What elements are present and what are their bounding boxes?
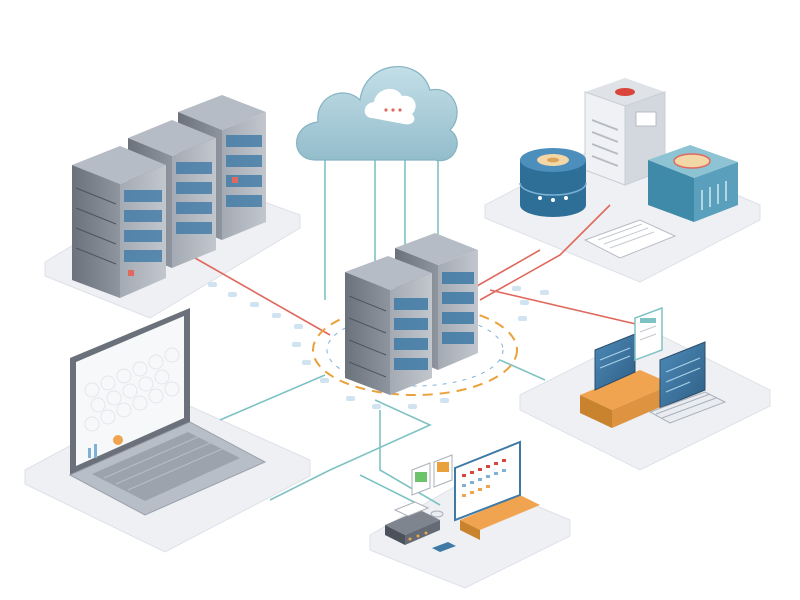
monitor-icon bbox=[659, 341, 706, 409]
mouse-icon bbox=[430, 510, 444, 518]
phone-icon bbox=[432, 542, 456, 552]
central-server-cluster bbox=[345, 233, 478, 395]
path-dots bbox=[208, 282, 549, 409]
desk bbox=[580, 370, 672, 428]
keyboard-icon bbox=[583, 219, 677, 259]
server-rack-icon bbox=[345, 256, 432, 395]
link-desktop-teal bbox=[499, 359, 546, 381]
link-desktop-red bbox=[489, 289, 641, 326]
storage-box-icon bbox=[648, 145, 738, 222]
monitor-icon bbox=[454, 440, 521, 522]
cabinet-icon bbox=[584, 78, 666, 186]
router-icon bbox=[385, 501, 440, 545]
server-rack-icon bbox=[72, 146, 166, 298]
database-icon bbox=[519, 148, 587, 217]
info-panel-icon bbox=[411, 454, 453, 496]
cloud-icon bbox=[296, 66, 458, 162]
link-laptop-teal bbox=[219, 374, 326, 421]
link-devices-teal-2 bbox=[379, 410, 441, 506]
keyboard-icon bbox=[648, 391, 727, 424]
laptop-workstation bbox=[68, 308, 267, 516]
storage-and-hardware-unit bbox=[519, 78, 738, 259]
link-devices-teal-3 bbox=[359, 474, 421, 506]
link-storage-red-2 bbox=[469, 249, 541, 291]
desktop-workstation bbox=[580, 306, 727, 428]
device-station bbox=[385, 440, 540, 552]
info-panel-icon bbox=[634, 306, 663, 362]
laptop-icon bbox=[68, 308, 267, 516]
link-servers-red bbox=[194, 257, 331, 336]
monitor-icon bbox=[594, 333, 636, 391]
desk bbox=[460, 495, 540, 540]
link-storage-red bbox=[479, 204, 611, 301]
server-room-racks bbox=[72, 95, 266, 298]
dashed-ring-inner bbox=[326, 313, 504, 387]
